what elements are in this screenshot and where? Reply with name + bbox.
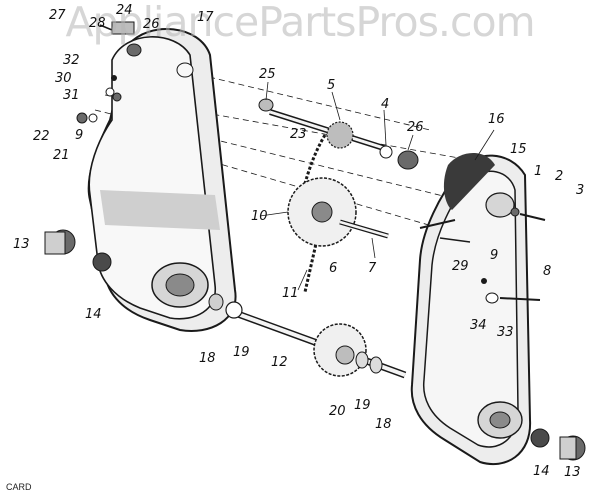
callout-32: 32 <box>63 53 80 68</box>
callout-30: 30 <box>55 71 72 86</box>
callout-23: 23 <box>290 127 307 142</box>
callout-7: 7 <box>368 261 377 276</box>
callout-17: 17 <box>197 10 214 25</box>
callout-18-right: 18 <box>375 417 392 432</box>
callout-5: 5 <box>327 78 336 93</box>
right-hub-parts <box>530 428 586 461</box>
callout-28: 28 <box>89 16 106 31</box>
callout-33: 33 <box>497 325 514 340</box>
callout-14-left: 14 <box>85 307 102 322</box>
top-left-fasteners <box>76 21 142 124</box>
callout-1: 1 <box>534 164 543 179</box>
callout-14-right: 14 <box>533 464 550 479</box>
callout-leaders <box>259 81 495 291</box>
callout-31: 31 <box>63 88 80 103</box>
callout-11: 11 <box>282 286 299 301</box>
callout-27: 27 <box>49 8 66 23</box>
callout-2: 2 <box>555 169 564 184</box>
callout-9-left: 9 <box>75 128 84 143</box>
right-side-bolts <box>419 207 546 304</box>
upper-shaft <box>258 98 419 170</box>
left-chain-case <box>87 28 237 332</box>
callout-19-left: 19 <box>233 345 250 360</box>
callout-24: 24 <box>116 3 133 18</box>
callout-4: 4 <box>381 97 390 112</box>
callout-8: 8 <box>543 264 552 279</box>
callout-20: 20 <box>329 404 346 419</box>
callout-26-top: 26 <box>143 17 160 32</box>
callout-25: 25 <box>259 67 276 82</box>
callout-29: 29 <box>452 259 469 274</box>
callout-15: 15 <box>510 142 527 157</box>
callout-13-right: 13 <box>564 465 581 480</box>
right-chain-case <box>410 152 532 466</box>
callout-12: 12 <box>271 355 288 370</box>
callout-22: 22 <box>33 129 50 144</box>
callout-6: 6 <box>329 261 338 276</box>
left-hub-parts <box>44 229 243 319</box>
callout-19-right: 19 <box>354 398 371 413</box>
callout-3: 3 <box>576 183 585 198</box>
footer-code: CARD <box>6 482 32 492</box>
callout-34: 34 <box>470 318 487 333</box>
callout-13-left: 13 <box>13 237 30 252</box>
callout-21: 21 <box>53 148 70 163</box>
lower-shaft <box>233 309 407 379</box>
callout-18-left: 18 <box>199 351 216 366</box>
callout-16: 16 <box>488 112 505 127</box>
upper-large-sprocket <box>287 177 389 247</box>
callout-26-right: 26 <box>407 120 424 135</box>
callout-9-right: 9 <box>490 248 499 263</box>
callout-10: 10 <box>251 209 268 224</box>
